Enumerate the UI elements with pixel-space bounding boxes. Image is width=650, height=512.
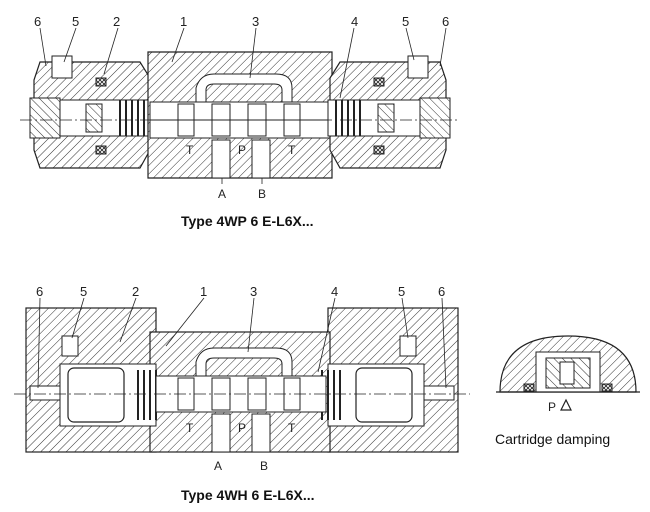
top-callout-6-right: 6: [442, 14, 449, 29]
bottom-callout-6-left: 6: [36, 284, 43, 299]
top-left-spring-seat: [85, 103, 103, 133]
bottom-left-throttle: [61, 335, 79, 357]
top-callout-6-left: 6: [34, 14, 41, 29]
bottom-port-t-left: T: [186, 421, 194, 435]
bottom-callout-3: 3: [250, 284, 257, 299]
detail-seal-right: [601, 383, 613, 392]
bottom-callout-6-right: 6: [438, 284, 445, 299]
bottom-callout-4: 4: [331, 284, 338, 299]
top-callout-5-right: 5: [402, 14, 409, 29]
top-right-spring: [335, 100, 361, 136]
top-caption: Type 4WP 6 E-L6X...: [181, 213, 314, 229]
bottom-callout-5-left: 5: [80, 284, 87, 299]
top-left-seal: [95, 77, 107, 87]
detail-orifice: [559, 361, 575, 385]
detail-flow-triangle: [560, 398, 572, 411]
top-left-cap: [29, 97, 61, 139]
bottom-port-t-right: T: [288, 421, 296, 435]
top-valve-section: 6 5 2 1 3 4 5 6 T P T A B Type 4WP 6 E-L…: [20, 14, 460, 229]
top-leader-lines: [39, 27, 447, 184]
top-port-t-left: T: [186, 143, 194, 157]
top-callout-3: 3: [252, 14, 259, 29]
detail-seal-left: [523, 383, 535, 392]
detail-port-p: P: [548, 400, 556, 414]
bottom-left-spring: [137, 370, 157, 420]
top-port-p: P: [238, 143, 246, 157]
top-right-cap: [419, 97, 451, 139]
top-callout-2: 2: [113, 14, 120, 29]
bottom-callout-5-right: 5: [398, 284, 405, 299]
bottom-right-piston: [355, 367, 413, 423]
top-left-spring: [119, 100, 145, 136]
bottom-callout-1: 1: [200, 284, 207, 299]
top-port-a: A: [218, 187, 226, 201]
cartridge-damping-detail: P Cartridge damping: [495, 335, 640, 447]
bottom-port-a-channel: [211, 413, 231, 453]
top-right-seal: [373, 77, 385, 87]
bottom-left-pilot-port: [29, 385, 61, 401]
bottom-left-piston: [67, 367, 125, 423]
top-port-b: B: [258, 187, 266, 201]
top-port-b-channel: [251, 139, 271, 179]
top-port-a-channel: [211, 139, 231, 179]
bottom-port-b-channel: [251, 413, 271, 453]
bottom-right-pilot-port: [423, 385, 455, 401]
top-callout-5-left: 5: [72, 14, 79, 29]
top-left-seal-lower: [95, 145, 107, 155]
bottom-port-a: A: [214, 459, 222, 473]
top-port-t-right: T: [288, 143, 296, 157]
top-callout-1: 1: [180, 14, 187, 29]
bottom-leader-lines: [37, 297, 447, 389]
bottom-port-b: B: [260, 459, 268, 473]
bottom-valve-section: 6 5 2 1 3 4 5 6 T P T A B Type 4WH 6 E-L…: [14, 284, 470, 503]
bottom-port-p: P: [238, 421, 246, 435]
top-right-plug: [407, 55, 429, 79]
top-right-bore: [327, 99, 421, 137]
top-left-bore: [59, 99, 153, 137]
bottom-right-throttle: [399, 335, 417, 357]
bottom-caption: Type 4WH 6 E-L6X...: [181, 487, 315, 503]
bottom-callout-2: 2: [132, 284, 139, 299]
detail-caption: Cartridge damping: [495, 431, 610, 447]
top-right-seal-lower: [373, 145, 385, 155]
top-right-spring-seat: [377, 103, 395, 133]
top-left-plug: [51, 55, 73, 79]
top-callout-4: 4: [351, 14, 358, 29]
